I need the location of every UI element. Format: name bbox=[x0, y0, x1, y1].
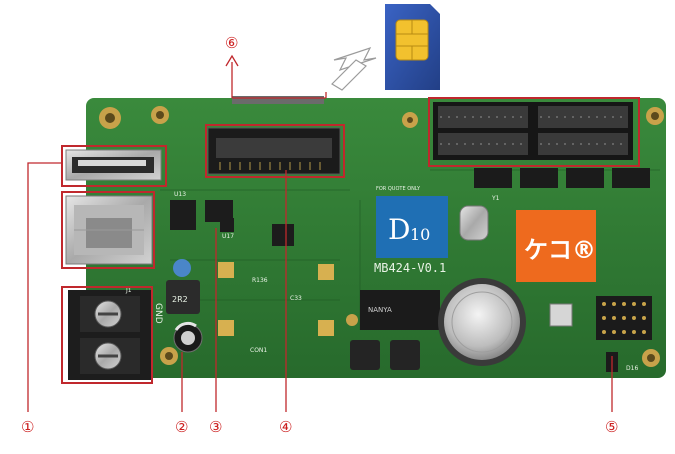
refdes-silk: U13 U17 R136 C33 CON1 J1 D16 Y1 bbox=[125, 191, 638, 372]
callout-2: ② bbox=[175, 418, 188, 436]
power-terminal bbox=[68, 290, 152, 380]
highlight-usb bbox=[61, 145, 167, 187]
callout-5: ⑤ bbox=[605, 418, 618, 436]
d10-badge-main: D bbox=[388, 213, 410, 246]
d10-badge: D 10 bbox=[376, 196, 448, 258]
inductor-label: 2R2 bbox=[172, 295, 188, 304]
gnd-silk: GND bbox=[153, 303, 163, 324]
refdes-2: R136 bbox=[252, 277, 268, 284]
hub-pin-headers bbox=[433, 102, 633, 160]
refdes-5: J1 bbox=[125, 287, 132, 294]
refdes-6: D16 bbox=[626, 365, 638, 372]
callout-6: ⑥ bbox=[225, 34, 238, 52]
right-header bbox=[596, 296, 652, 340]
mini-pcie-slot bbox=[207, 127, 341, 175]
driver-chips bbox=[474, 168, 650, 188]
coin-battery bbox=[438, 278, 526, 366]
highlight-ethernet bbox=[61, 191, 155, 269]
callout-6-arrowhead bbox=[225, 54, 239, 67]
sim-slot bbox=[232, 96, 324, 104]
inductor: 2R2 bbox=[166, 280, 200, 314]
refdes-7: Y1 bbox=[491, 195, 500, 202]
brand-logo-text: ケコ® bbox=[524, 236, 596, 264]
board-model: MB424-V0.1 bbox=[374, 261, 446, 275]
refdes-3: C33 bbox=[290, 295, 302, 302]
ethernet-port bbox=[65, 195, 153, 265]
gold-pads bbox=[218, 262, 334, 336]
callout-3: ③ bbox=[209, 418, 222, 436]
memory-chip-brand: NANYA bbox=[368, 306, 392, 314]
d10-badge-sub: 10 bbox=[410, 225, 430, 244]
brand-logo-badge: ケコ® bbox=[516, 210, 596, 282]
callout-4: ④ bbox=[279, 418, 292, 436]
ic-chips-left bbox=[170, 200, 294, 246]
refdes-1: U17 bbox=[222, 233, 234, 240]
quote-silk: FOR QUOTE ONLY bbox=[376, 186, 421, 192]
sim-card-illustration bbox=[385, 4, 440, 90]
inductor-pair bbox=[350, 340, 420, 370]
crystal-blue bbox=[173, 259, 191, 277]
refdes-4: CON1 bbox=[250, 347, 267, 354]
callout-labels: ① ② ③ ④ ⑤ ⑥ bbox=[21, 34, 618, 436]
memory-chip: NANYA bbox=[360, 290, 440, 330]
mounting-holes bbox=[99, 106, 664, 367]
crystal-oscillator bbox=[459, 205, 489, 241]
highlight-4g-slot bbox=[205, 124, 345, 178]
highlight-power bbox=[61, 286, 153, 384]
usb-port bbox=[65, 149, 162, 181]
leader-lines bbox=[27, 62, 613, 412]
highlight-hub-headers bbox=[428, 97, 640, 167]
callout-1: ① bbox=[21, 418, 34, 436]
highlight-boxes bbox=[61, 97, 640, 384]
capacitor bbox=[173, 321, 203, 353]
test-button bbox=[549, 303, 573, 327]
insert-arrow bbox=[331, 46, 377, 91]
refdes-0: U13 bbox=[174, 191, 186, 198]
